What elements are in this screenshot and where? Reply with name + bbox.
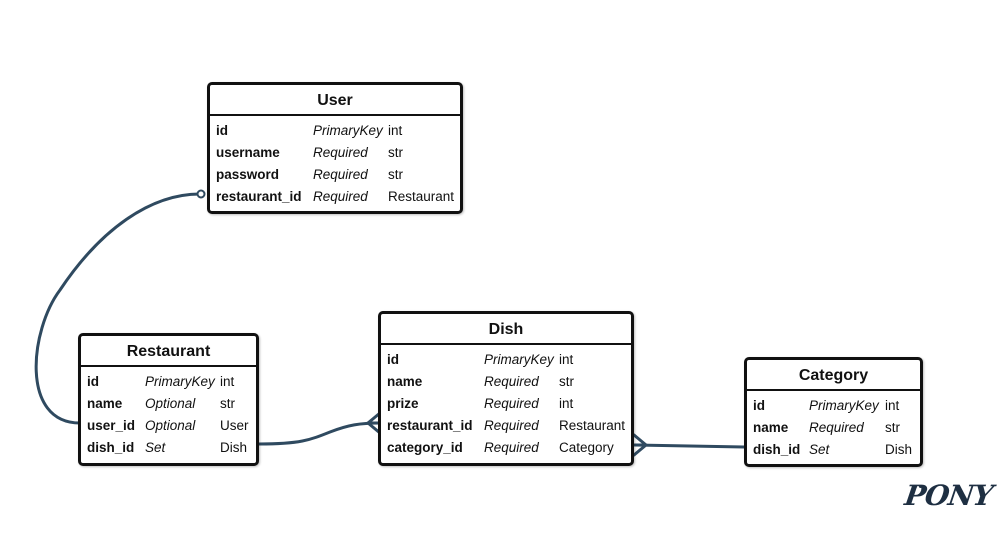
attribute-type: int <box>559 352 574 367</box>
attribute-type: int <box>885 398 900 413</box>
attribute-row: prize Required int <box>381 393 631 415</box>
attribute-row: dish_id Set Dish <box>81 437 256 459</box>
attribute-list: id PrimaryKey int name Required str dish… <box>747 391 920 461</box>
attribute-kind: Set <box>145 440 166 455</box>
attribute-name: restaurant_id <box>387 418 473 433</box>
logo-text: PONY <box>902 479 995 512</box>
attribute-kind: PrimaryKey <box>313 123 383 138</box>
relationship-optional-marker <box>196 189 206 199</box>
attribute-name: name <box>753 420 789 435</box>
attribute-name: username <box>216 145 280 160</box>
entity-title: User <box>210 85 460 116</box>
attribute-type: str <box>559 374 574 389</box>
attribute-type: Category <box>559 440 614 455</box>
entity-category[interactable]: Category id PrimaryKey int name Required… <box>744 357 923 467</box>
attribute-type: User <box>220 418 249 433</box>
attribute-row: restaurant_id Required Restaurant <box>210 186 460 208</box>
attribute-name: user_id <box>87 418 136 433</box>
entity-title: Restaurant <box>81 336 256 367</box>
relationship-line-category-dish[interactable] <box>633 443 745 449</box>
attribute-type: str <box>388 145 403 160</box>
attribute-type: str <box>388 167 403 182</box>
attribute-row: password Required str <box>210 164 460 186</box>
attribute-row: name Required str <box>747 417 920 439</box>
attribute-type: Restaurant <box>388 189 455 204</box>
attribute-name: id <box>753 398 765 413</box>
attribute-kind: Required <box>484 374 539 389</box>
attribute-name: category_id <box>387 440 463 455</box>
attribute-kind: Optional <box>145 418 196 433</box>
attribute-kind: Required <box>313 167 368 182</box>
attribute-row: id PrimaryKey int <box>210 120 460 142</box>
attribute-type: str <box>885 420 900 435</box>
attribute-kind: Set <box>809 442 830 457</box>
attribute-kind: Optional <box>145 396 196 411</box>
attribute-name: name <box>87 396 123 411</box>
attribute-row: username Required str <box>210 142 460 164</box>
attribute-list: id PrimaryKey int username Required str … <box>210 116 460 208</box>
attribute-row: restaurant_id Required Restaurant <box>381 415 631 437</box>
attribute-name: prize <box>387 396 419 411</box>
attribute-row: category_id Required Category <box>381 437 631 459</box>
attribute-kind: PrimaryKey <box>809 398 879 413</box>
attribute-list: id PrimaryKey int name Optional str user… <box>81 367 256 459</box>
entity-title: Category <box>747 360 920 391</box>
attribute-type: str <box>220 396 235 411</box>
attribute-kind: Required <box>809 420 864 435</box>
attribute-name: restaurant_id <box>216 189 302 204</box>
attribute-name: password <box>216 167 280 182</box>
logo-eye-icon <box>914 485 917 488</box>
attribute-row: name Optional str <box>81 393 256 415</box>
attribute-row: dish_id Set Dish <box>747 439 920 461</box>
entity-dish[interactable]: Dish id PrimaryKey int name Required str… <box>378 311 634 466</box>
attribute-row: id PrimaryKey int <box>81 371 256 393</box>
attribute-kind: PrimaryKey <box>484 352 554 367</box>
attribute-name: id <box>216 123 228 138</box>
attribute-kind: Required <box>313 145 368 160</box>
attribute-name: dish_id <box>87 440 135 455</box>
relationship-crowfoot-marker <box>632 433 648 457</box>
entity-user[interactable]: User id PrimaryKey int username Required… <box>207 82 463 214</box>
attribute-kind: Required <box>484 396 539 411</box>
attribute-kind: Required <box>313 189 368 204</box>
attribute-name: id <box>87 374 99 389</box>
entity-title: Dish <box>381 314 631 345</box>
attribute-type: int <box>388 123 403 138</box>
attribute-type: int <box>220 374 235 389</box>
attribute-list: id PrimaryKey int name Required str priz… <box>381 345 631 459</box>
attribute-name: name <box>387 374 423 389</box>
attribute-row: user_id Optional User <box>81 415 256 437</box>
entity-restaurant[interactable]: Restaurant id PrimaryKey int name Option… <box>78 333 259 466</box>
attribute-name: dish_id <box>753 442 801 457</box>
attribute-name: id <box>387 352 399 367</box>
attribute-kind: PrimaryKey <box>145 374 215 389</box>
attribute-row: id PrimaryKey int <box>747 395 920 417</box>
attribute-kind: Required <box>484 440 539 455</box>
pony-logo: PONY <box>903 477 995 519</box>
attribute-row: name Required str <box>381 371 631 393</box>
attribute-row: id PrimaryKey int <box>381 349 631 371</box>
attribute-type: int <box>559 396 574 411</box>
logo-eye-icon <box>919 485 922 488</box>
relationship-line-restaurant-dish[interactable] <box>258 421 381 446</box>
attribute-type: Dish <box>220 440 248 455</box>
attribute-kind: Required <box>484 418 539 433</box>
attribute-type: Restaurant <box>559 418 626 433</box>
attribute-type: Dish <box>885 442 913 457</box>
